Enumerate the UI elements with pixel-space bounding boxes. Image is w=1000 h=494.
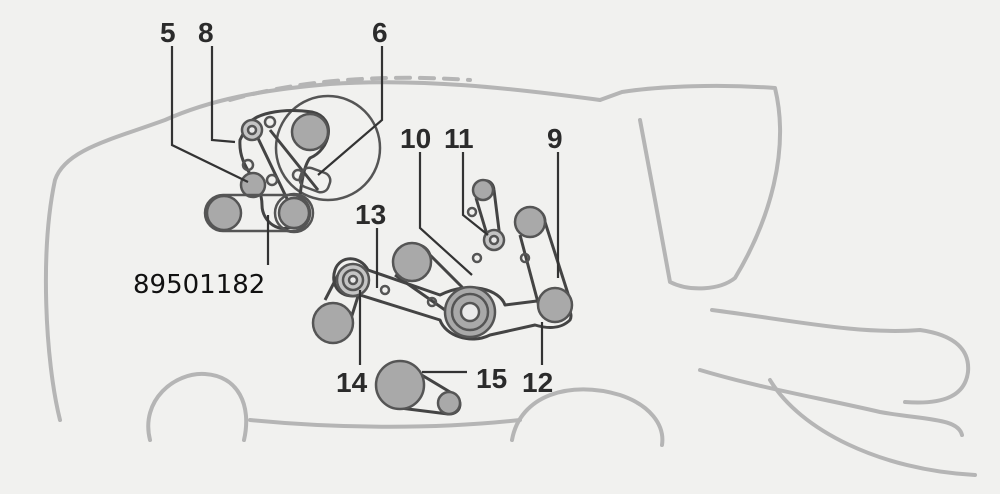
pulley-upper-right [290, 112, 330, 152]
part-number: 89501182 [133, 270, 265, 300]
upper-belt-group [203, 94, 382, 234]
pulley-12 [536, 286, 574, 324]
leader-5 [170, 46, 249, 183]
leader-11 [461, 152, 489, 236]
pulley-13 [391, 241, 433, 283]
label-10: 10 [400, 123, 431, 154]
pulley-15-small [436, 390, 462, 416]
pulley-11-top [471, 178, 495, 202]
pulley-15-large [374, 359, 426, 411]
leader-8 [210, 46, 236, 144]
pulley-left-lower [205, 194, 243, 232]
idler-13b [426, 296, 438, 308]
large-outline-pulley [274, 94, 382, 202]
leader-10 [418, 152, 473, 276]
idler-11b [471, 252, 483, 264]
pulley-lower-left [311, 301, 355, 345]
reel-arc [768, 378, 977, 477]
label-14: 14 [336, 367, 368, 398]
main-drive-hub [459, 301, 481, 323]
pulley-5 [239, 171, 267, 199]
cab-outline [598, 83, 782, 291]
front-wheel [146, 371, 249, 442]
label-12: 12 [522, 367, 553, 398]
idler-11a [466, 206, 478, 218]
leader-6 [317, 46, 384, 176]
lower-body-line [248, 418, 522, 429]
label-5: 5 [160, 17, 176, 48]
pulley-right-lower-rim [273, 192, 315, 234]
pulley-9 [513, 205, 547, 239]
leader-lines [170, 46, 560, 374]
body-dash [228, 75, 472, 102]
idler-small-2 [241, 158, 255, 172]
pulley-14-hub [347, 274, 359, 286]
middle-belt-group [311, 178, 574, 345]
main-drive-rim [450, 292, 490, 332]
pulley-upper-left-hub [246, 124, 258, 136]
label-15: 15 [476, 363, 507, 394]
idler-small-4 [291, 168, 305, 182]
idler-12a [519, 252, 531, 264]
long-belt [332, 257, 573, 341]
label-11: 11 [444, 123, 474, 154]
tensioner-arm [298, 166, 332, 194]
label-13: 13 [355, 199, 386, 230]
machine-body-outline [43, 80, 602, 422]
idler-small-1 [263, 115, 277, 129]
pulley-10-hub [488, 234, 500, 246]
pulley-14-rim [341, 268, 365, 292]
rear-wheel [510, 387, 665, 447]
header-outline [710, 308, 971, 405]
callout-labels: 5 8 6 10 11 9 13 14 15 12 89501182 [133, 17, 563, 398]
label-8: 8 [198, 17, 214, 48]
upper-belt-2 [253, 129, 320, 206]
pulley-right-lower [277, 196, 311, 230]
machine-outline [43, 75, 977, 477]
idler-small-3 [265, 173, 279, 187]
header-lower-outline [698, 368, 964, 437]
lower-belt-group [374, 359, 462, 416]
label-9: 9 [547, 123, 563, 154]
idler-13a [379, 284, 391, 296]
label-6: 6 [372, 17, 388, 48]
